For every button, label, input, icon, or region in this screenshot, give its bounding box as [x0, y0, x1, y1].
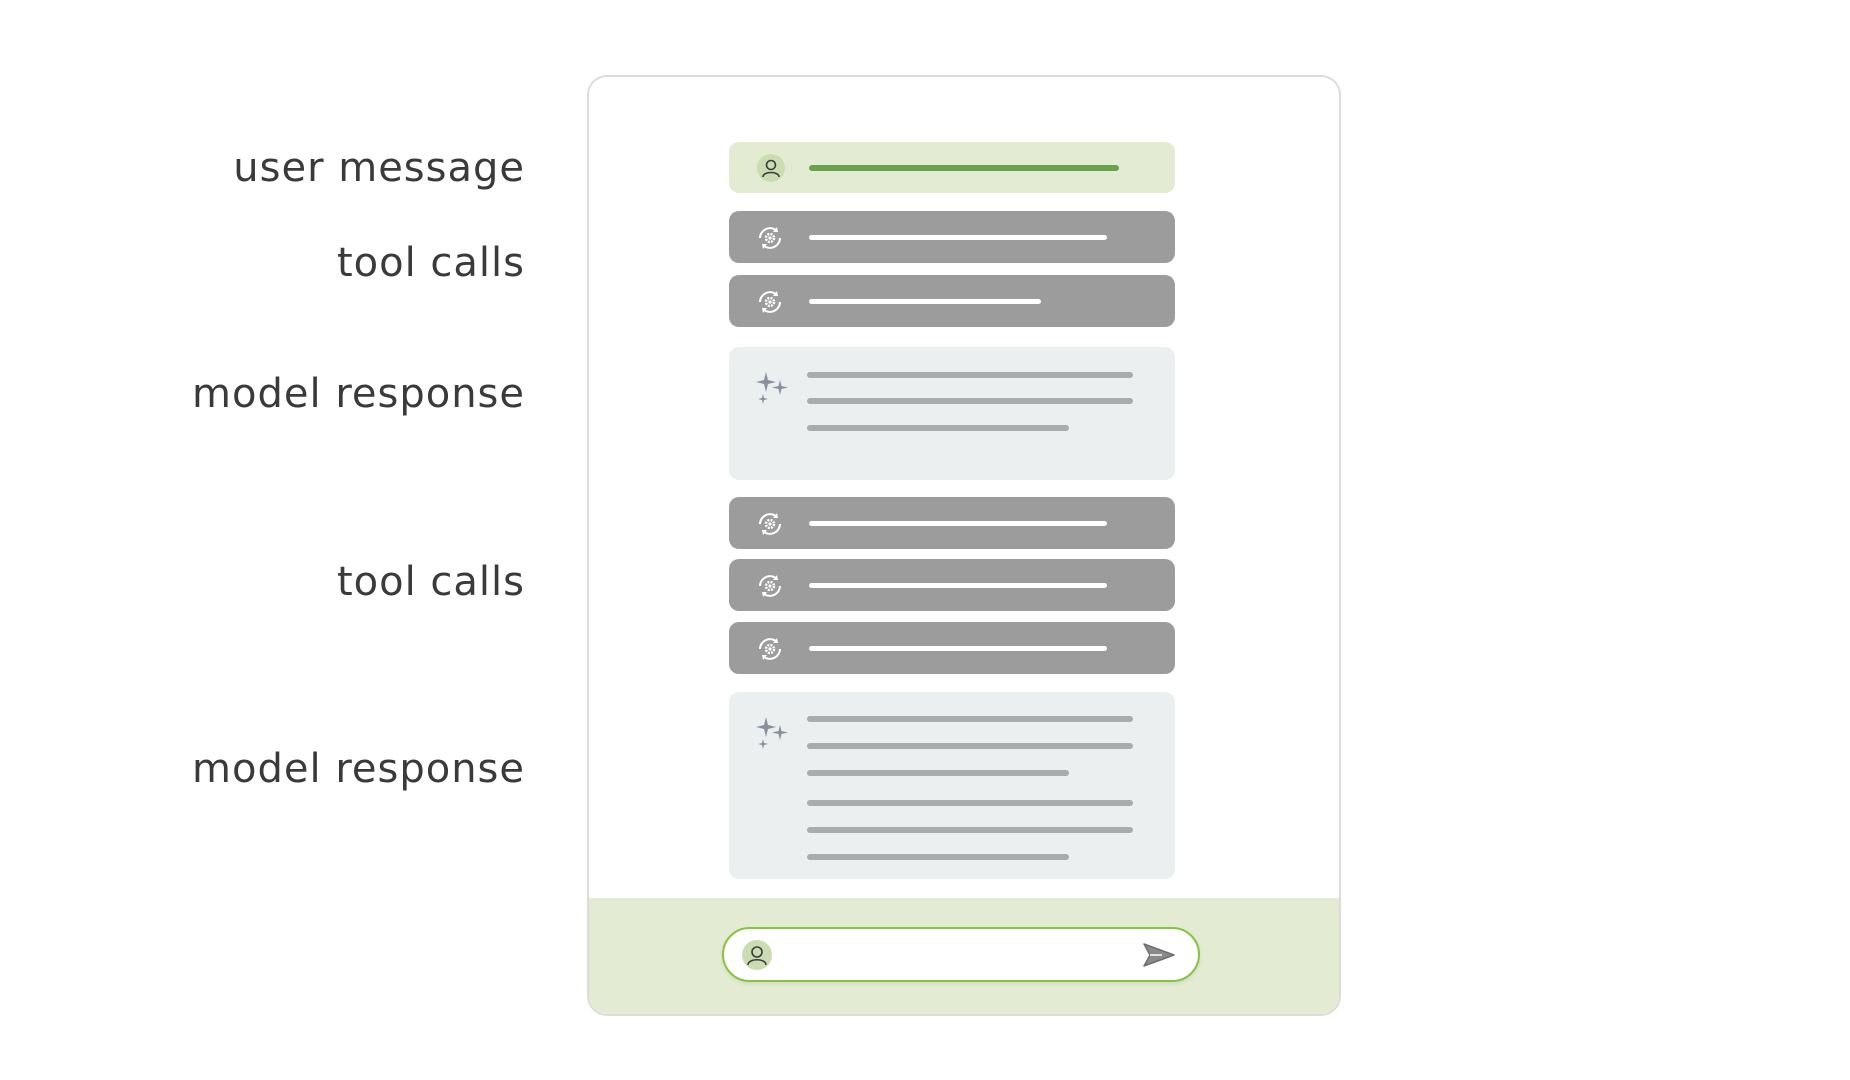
tool-call-text-placeholder [809, 235, 1107, 240]
sparkle-icon [755, 371, 789, 405]
tool-call-bubble [729, 622, 1175, 674]
user-avatar-icon [742, 940, 772, 970]
response-text-placeholder [807, 743, 1133, 749]
user-message-bubble [729, 142, 1175, 193]
tool-call-bubble [729, 559, 1175, 611]
response-text-placeholder [807, 770, 1069, 776]
tool-gear-refresh-icon [755, 223, 785, 253]
message-input[interactable] [722, 927, 1200, 982]
tool-call-bubble [729, 275, 1175, 327]
model-response-bubble [729, 347, 1175, 480]
input-footer [589, 898, 1339, 1014]
response-text-placeholder [807, 854, 1069, 860]
label-tool-calls: tool calls [336, 240, 525, 286]
response-text-placeholder [807, 800, 1133, 806]
tool-call-text-placeholder [809, 646, 1107, 651]
label-tool-calls: tool calls [336, 559, 525, 605]
user-message-text-placeholder [809, 165, 1119, 171]
model-response-bubble [729, 692, 1175, 879]
send-icon[interactable] [1142, 941, 1176, 969]
tool-call-text-placeholder [809, 299, 1041, 304]
label-model-response: model response [192, 746, 525, 792]
label-user-message: user message [233, 145, 525, 191]
sparkle-icon [755, 716, 789, 750]
tool-gear-refresh-icon [755, 287, 785, 317]
chat-window [587, 75, 1341, 1016]
tool-call-bubble [729, 497, 1175, 549]
tool-gear-refresh-icon [755, 571, 785, 601]
response-text-placeholder [807, 425, 1069, 431]
response-text-placeholder [807, 716, 1133, 722]
label-model-response: model response [192, 371, 525, 417]
user-avatar-icon [757, 154, 785, 182]
tool-call-text-placeholder [809, 521, 1107, 526]
tool-gear-refresh-icon [755, 634, 785, 664]
response-text-placeholder [807, 827, 1133, 833]
response-text-placeholder [807, 398, 1133, 404]
tool-call-text-placeholder [809, 583, 1107, 588]
response-text-placeholder [807, 372, 1133, 378]
tool-gear-refresh-icon [755, 509, 785, 539]
tool-call-bubble [729, 211, 1175, 263]
